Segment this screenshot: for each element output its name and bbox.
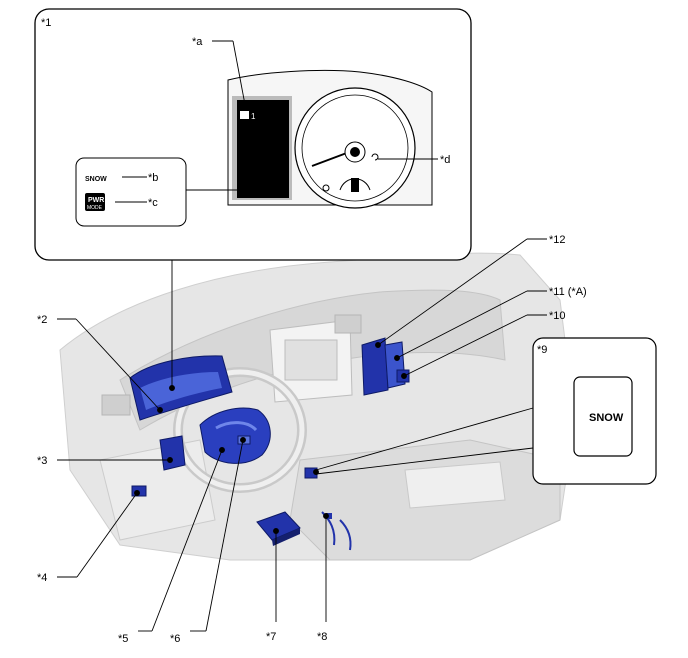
callout-6: *6 bbox=[170, 633, 180, 645]
callout-8: *8 bbox=[317, 631, 327, 643]
callout-d: *d bbox=[440, 154, 450, 166]
callout-b: *b bbox=[148, 172, 158, 184]
leader-lines bbox=[57, 40, 547, 632]
callout-3: *3 bbox=[37, 455, 47, 467]
combination-meter-part bbox=[129, 355, 233, 421]
meter-detail-box bbox=[34, 8, 472, 261]
callout-5: *5 bbox=[118, 633, 128, 645]
callout-1: *1 bbox=[41, 17, 51, 29]
display-digit: 1 bbox=[251, 112, 256, 121]
mode-indicator-label: MODE bbox=[87, 205, 103, 211]
airbag-ecu-part bbox=[256, 511, 301, 546]
spiral-cable-part bbox=[199, 407, 271, 464]
callout-7: *7 bbox=[266, 631, 276, 643]
callout-11: *11 (*A) bbox=[549, 286, 587, 298]
ecm-parts-group bbox=[361, 337, 410, 396]
callout-c: *c bbox=[148, 197, 158, 209]
callout-a: *a bbox=[192, 36, 203, 48]
snow-switch-detail-box bbox=[532, 337, 657, 485]
pwr-indicator-label: PWR bbox=[88, 197, 104, 204]
snow-switch-text: SNOW bbox=[589, 412, 624, 424]
callout-9: *9 bbox=[537, 344, 547, 356]
callout-12: *12 bbox=[549, 234, 566, 246]
callout-2: *2 bbox=[37, 314, 47, 326]
callout-10: *10 bbox=[549, 310, 566, 322]
snow-indicator-label: SNOW bbox=[85, 176, 107, 183]
dashboard-background bbox=[59, 252, 576, 561]
main-body-ecu-part bbox=[159, 435, 186, 471]
callout-4: *4 bbox=[37, 572, 47, 584]
